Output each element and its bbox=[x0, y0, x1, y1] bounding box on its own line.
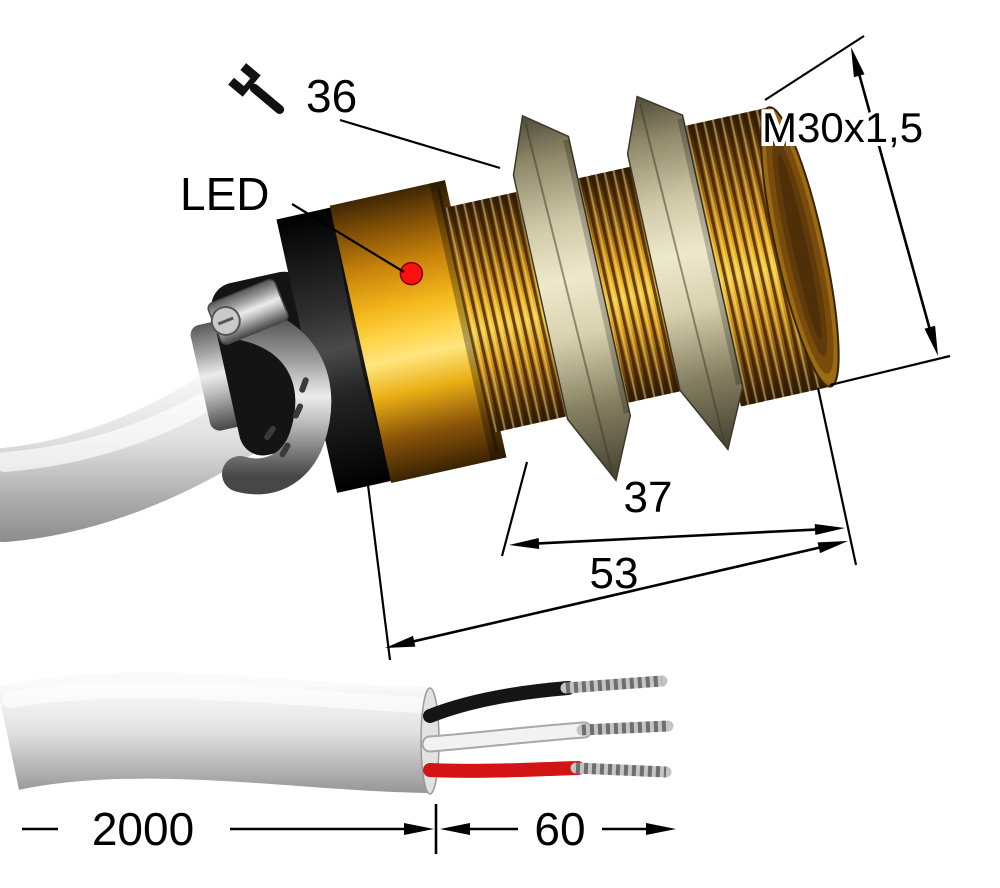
cable-end-with-wires bbox=[0, 672, 674, 795]
cable-length-label: 2000 bbox=[92, 803, 194, 855]
body-length-label: 53 bbox=[590, 549, 639, 598]
led-label: LED bbox=[180, 168, 269, 220]
led-indicator bbox=[399, 261, 424, 286]
wire-black bbox=[423, 681, 575, 723]
sensor-body bbox=[190, 95, 840, 493]
thread-section-front bbox=[679, 106, 833, 407]
clamp-screw-housing bbox=[207, 279, 289, 345]
thread-section-rear bbox=[442, 190, 573, 433]
hex-nut-front bbox=[626, 95, 744, 451]
body-length-dimension: 53 bbox=[366, 484, 848, 661]
wrench-size-label: 36 bbox=[306, 70, 357, 122]
wrench-leader-line bbox=[339, 118, 501, 170]
thread-spec-label: M30x1,5 bbox=[762, 104, 923, 151]
thread-length-label: 37 bbox=[624, 473, 673, 522]
cable-jacket bbox=[0, 672, 429, 793]
wire-red-tinned-tip bbox=[575, 762, 667, 778]
led-leader-line bbox=[291, 203, 405, 273]
hex-nut-rear bbox=[512, 114, 632, 482]
sensing-face bbox=[759, 106, 840, 388]
wire-white bbox=[423, 723, 591, 751]
wrench-icon bbox=[228, 63, 285, 115]
thread-section-middle bbox=[573, 165, 687, 404]
wire-length-dimension: 60 bbox=[440, 803, 676, 855]
wire-red bbox=[423, 761, 585, 778]
clamp-band-slots bbox=[264, 377, 309, 458]
wire-black-tinned-tip bbox=[565, 675, 663, 694]
rear-cap bbox=[276, 205, 399, 493]
gold-housing bbox=[329, 180, 507, 483]
wire-length-label: 60 bbox=[534, 803, 585, 855]
annotations: 36 LED M30x1,5 37 53 bbox=[22, 35, 951, 855]
thread-length-dimension: 37 bbox=[500, 387, 858, 566]
wire-white-tinned-tip bbox=[581, 720, 669, 736]
cable-clamp bbox=[207, 279, 332, 495]
thread-spec-dimension: M30x1,5 bbox=[758, 35, 951, 387]
cable-length-dimension: 2000 bbox=[22, 803, 438, 855]
